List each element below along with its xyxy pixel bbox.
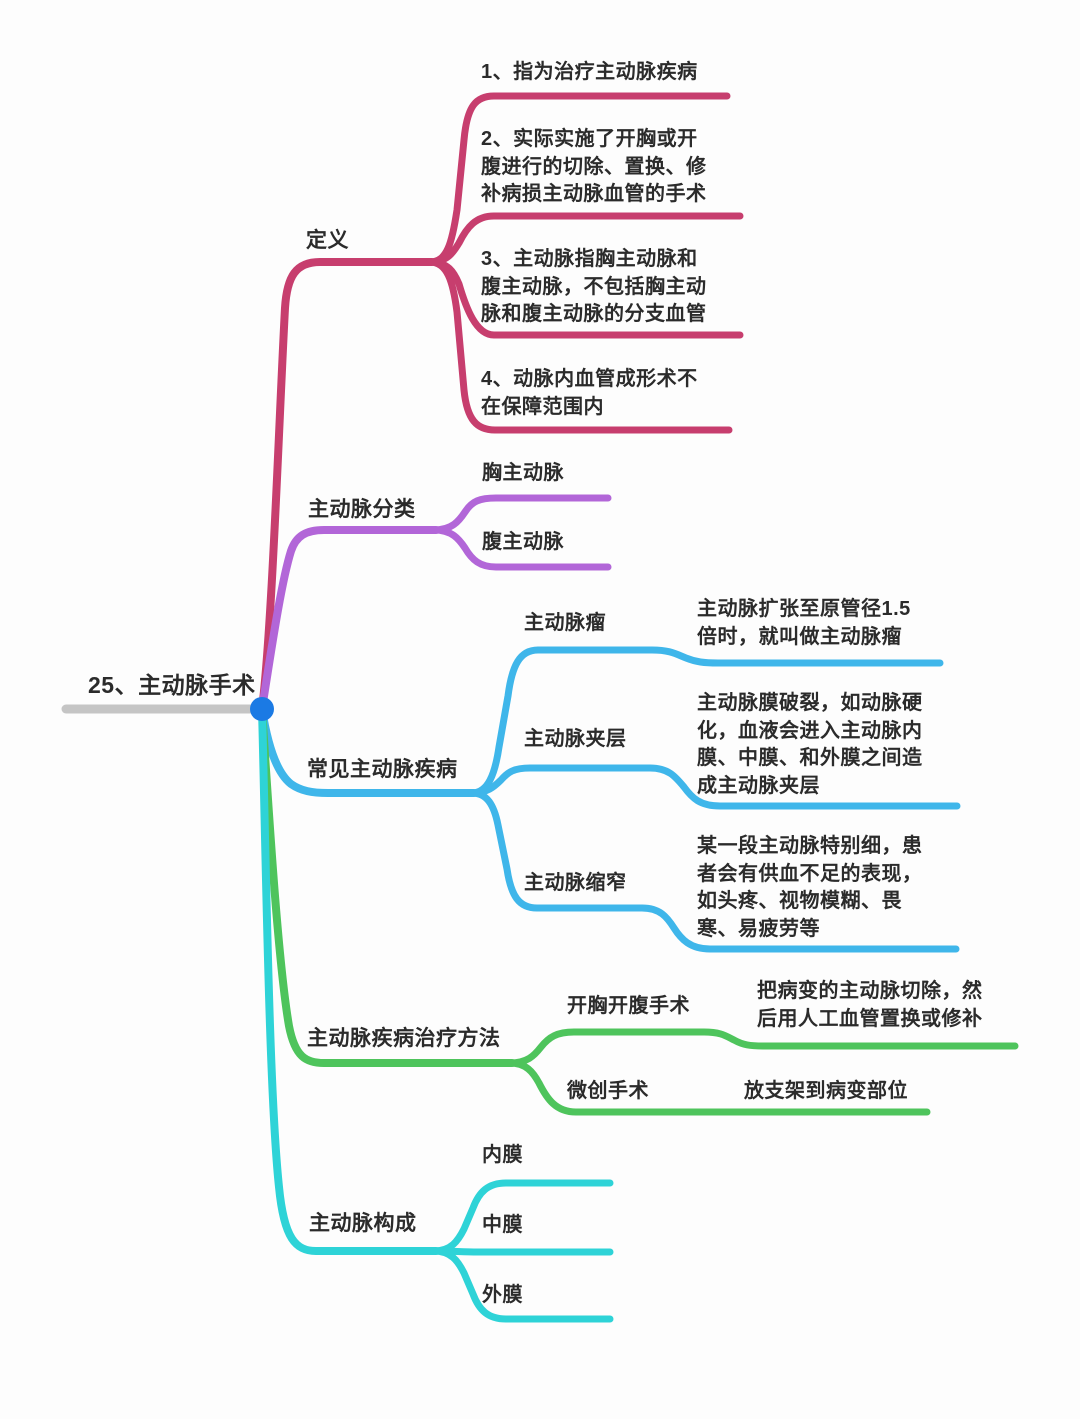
classification-thoracic-label: 胸主动脉 [482,462,564,484]
branch-composition-label: 主动脉构成 [309,1212,417,1235]
disease-dissection-label: 主动脉夹层 [524,728,627,750]
classification-abdominal-label: 腹主动脉 [482,531,564,553]
definition-item-4: 4、动脉内血管成形术不 在保障范围内 [481,368,698,418]
branch-diseases-lines [258,646,961,953]
branch-diseases-label: 常见主动脉疾病 [307,758,458,781]
disease-coarctation-note: 某一段主动脉特别细，患 者会有供血不足的表现， 如头疼、视物模糊、畏 寒、易疲劳… [697,835,923,940]
disease-coarctation-label: 主动脉缩窄 [524,872,627,894]
composition-intima-label: 内膜 [482,1144,523,1166]
composition-adventitia-label: 外膜 [482,1284,523,1306]
definition-item-3: 3、主动脉指胸主动脉和 腹主动脉，不包括胸主动 脉和腹主动脉的分支血管 [481,248,707,326]
branch-composition-lines [258,705,614,1323]
branch-treatments-label: 主动脉疾病治疗方法 [307,1027,501,1050]
treatment-minimally-invasive-note: 放支架到病变部位 [744,1080,908,1102]
root-node-dot [250,697,274,721]
definition-item-1: 1、指为治疗主动脉疾病 [481,61,698,83]
branch-classification-lines [258,494,612,713]
disease-aneurysm-note: 主动脉扩张至原管径1.5 倍时，就叫做主动脉瘤 [697,598,911,648]
composition-media-label: 中膜 [482,1214,523,1236]
branch-definition-label: 定义 [306,229,349,252]
disease-aneurysm-label: 主动脉瘤 [524,612,606,634]
root-node-label: 25、主动脉手术 [88,672,256,698]
branch-definition-lines [258,92,744,713]
branch-classification-label: 主动脉分类 [308,498,416,521]
disease-dissection-note: 主动脉膜破裂，如动脉硬 化，血液会进入主动脉内 膜、中膜、和外膜之间造 成主动脉… [697,692,923,797]
treatment-minimally-invasive-label: 微创手术 [567,1080,649,1102]
treatment-open-surgery-note: 把病变的主动脉切除，然 后用人工血管置换或修补 [757,980,983,1030]
treatment-open-surgery-label: 开胸开腹手术 [567,995,690,1017]
definition-item-2: 2、实际实施了开胸或开 腹进行的切除、置换、修 补病损主动脉血管的手术 [481,128,707,206]
